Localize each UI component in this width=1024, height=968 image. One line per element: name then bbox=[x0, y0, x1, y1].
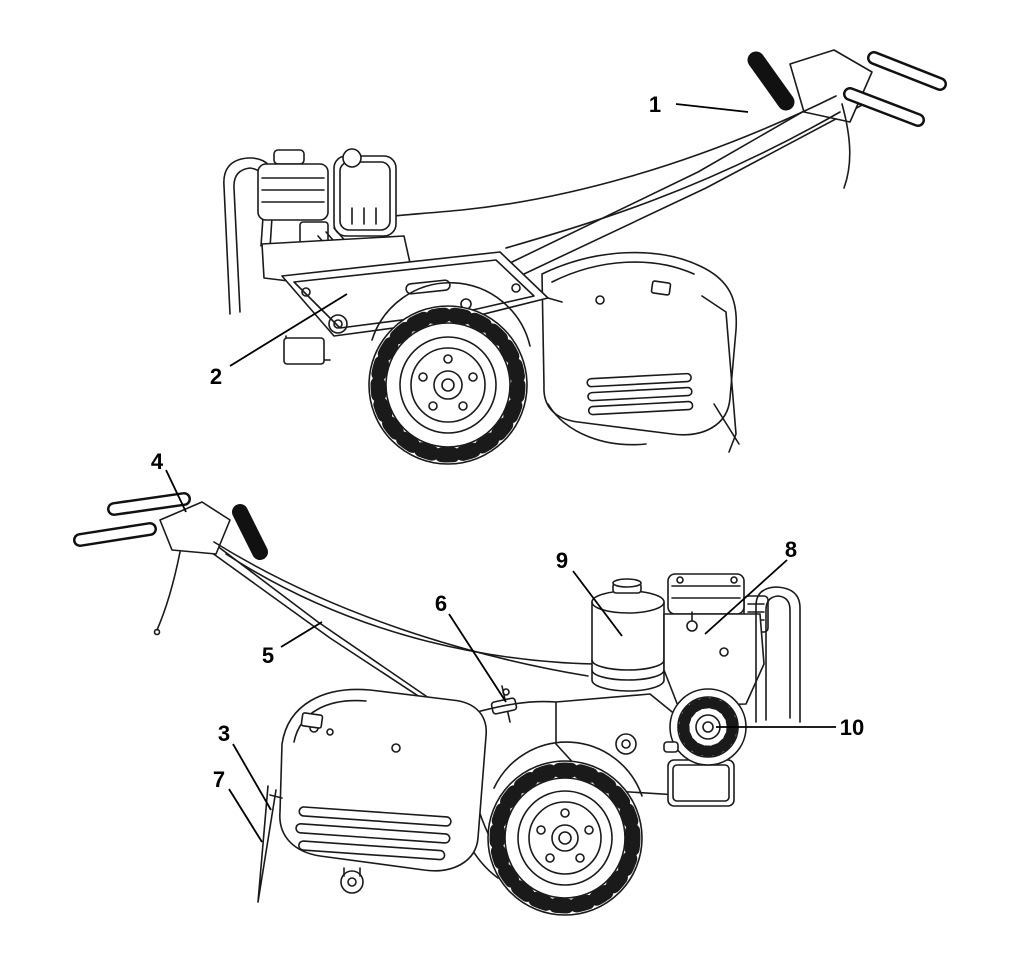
callout-label-5: 5 bbox=[262, 643, 274, 668]
lower-engine bbox=[663, 573, 769, 707]
lower-handlebar bbox=[73, 492, 471, 731]
callout-label-2: 2 bbox=[210, 364, 222, 389]
fuel-tank bbox=[591, 578, 665, 692]
tiller-upper-view-illustration bbox=[223, 49, 947, 465]
callout-label-9: 9 bbox=[556, 548, 568, 573]
callout-leader-2 bbox=[229, 293, 348, 367]
callout-leader-lines bbox=[165, 103, 836, 843]
upper-wheel bbox=[368, 281, 531, 465]
lower-wheel bbox=[487, 741, 643, 916]
callout-label-1: 1 bbox=[649, 92, 661, 117]
depth-stake bbox=[257, 785, 283, 903]
callout-labels: 1 2 3 4 5 6 7 8 9 10 bbox=[151, 92, 864, 792]
callout-label-8: 8 bbox=[785, 537, 797, 562]
callout-leader-3 bbox=[232, 743, 272, 811]
callout-leader-9 bbox=[572, 570, 623, 637]
callout-leader-4 bbox=[165, 469, 187, 513]
callout-leader-8 bbox=[704, 559, 788, 635]
upper-transmission bbox=[281, 251, 563, 365]
callout-label-7: 7 bbox=[213, 767, 225, 792]
upper-handlebar-grips bbox=[843, 51, 947, 127]
upper-handlebar bbox=[511, 49, 947, 275]
lower-control-cables bbox=[213, 541, 637, 677]
callout-leader-6 bbox=[448, 613, 507, 703]
tiller-lower-view-illustration bbox=[73, 492, 801, 916]
lower-rear-bumper bbox=[755, 586, 801, 723]
callout-label-6: 6 bbox=[435, 591, 447, 616]
lower-tine-shield bbox=[279, 688, 487, 894]
lower-black-grip bbox=[232, 504, 268, 560]
upper-tine-shield bbox=[541, 251, 740, 453]
callout-label-10: 10 bbox=[840, 715, 864, 740]
callout-leader-7 bbox=[228, 788, 263, 843]
upper-control-cables bbox=[377, 95, 841, 249]
callout-leader-5 bbox=[280, 621, 323, 648]
callout-leader-1 bbox=[675, 103, 749, 113]
callout-label-4: 4 bbox=[151, 449, 164, 474]
callout-label-3: 3 bbox=[218, 721, 230, 746]
lower-handlebar-grips bbox=[73, 492, 191, 547]
upper-black-grip bbox=[747, 51, 795, 111]
